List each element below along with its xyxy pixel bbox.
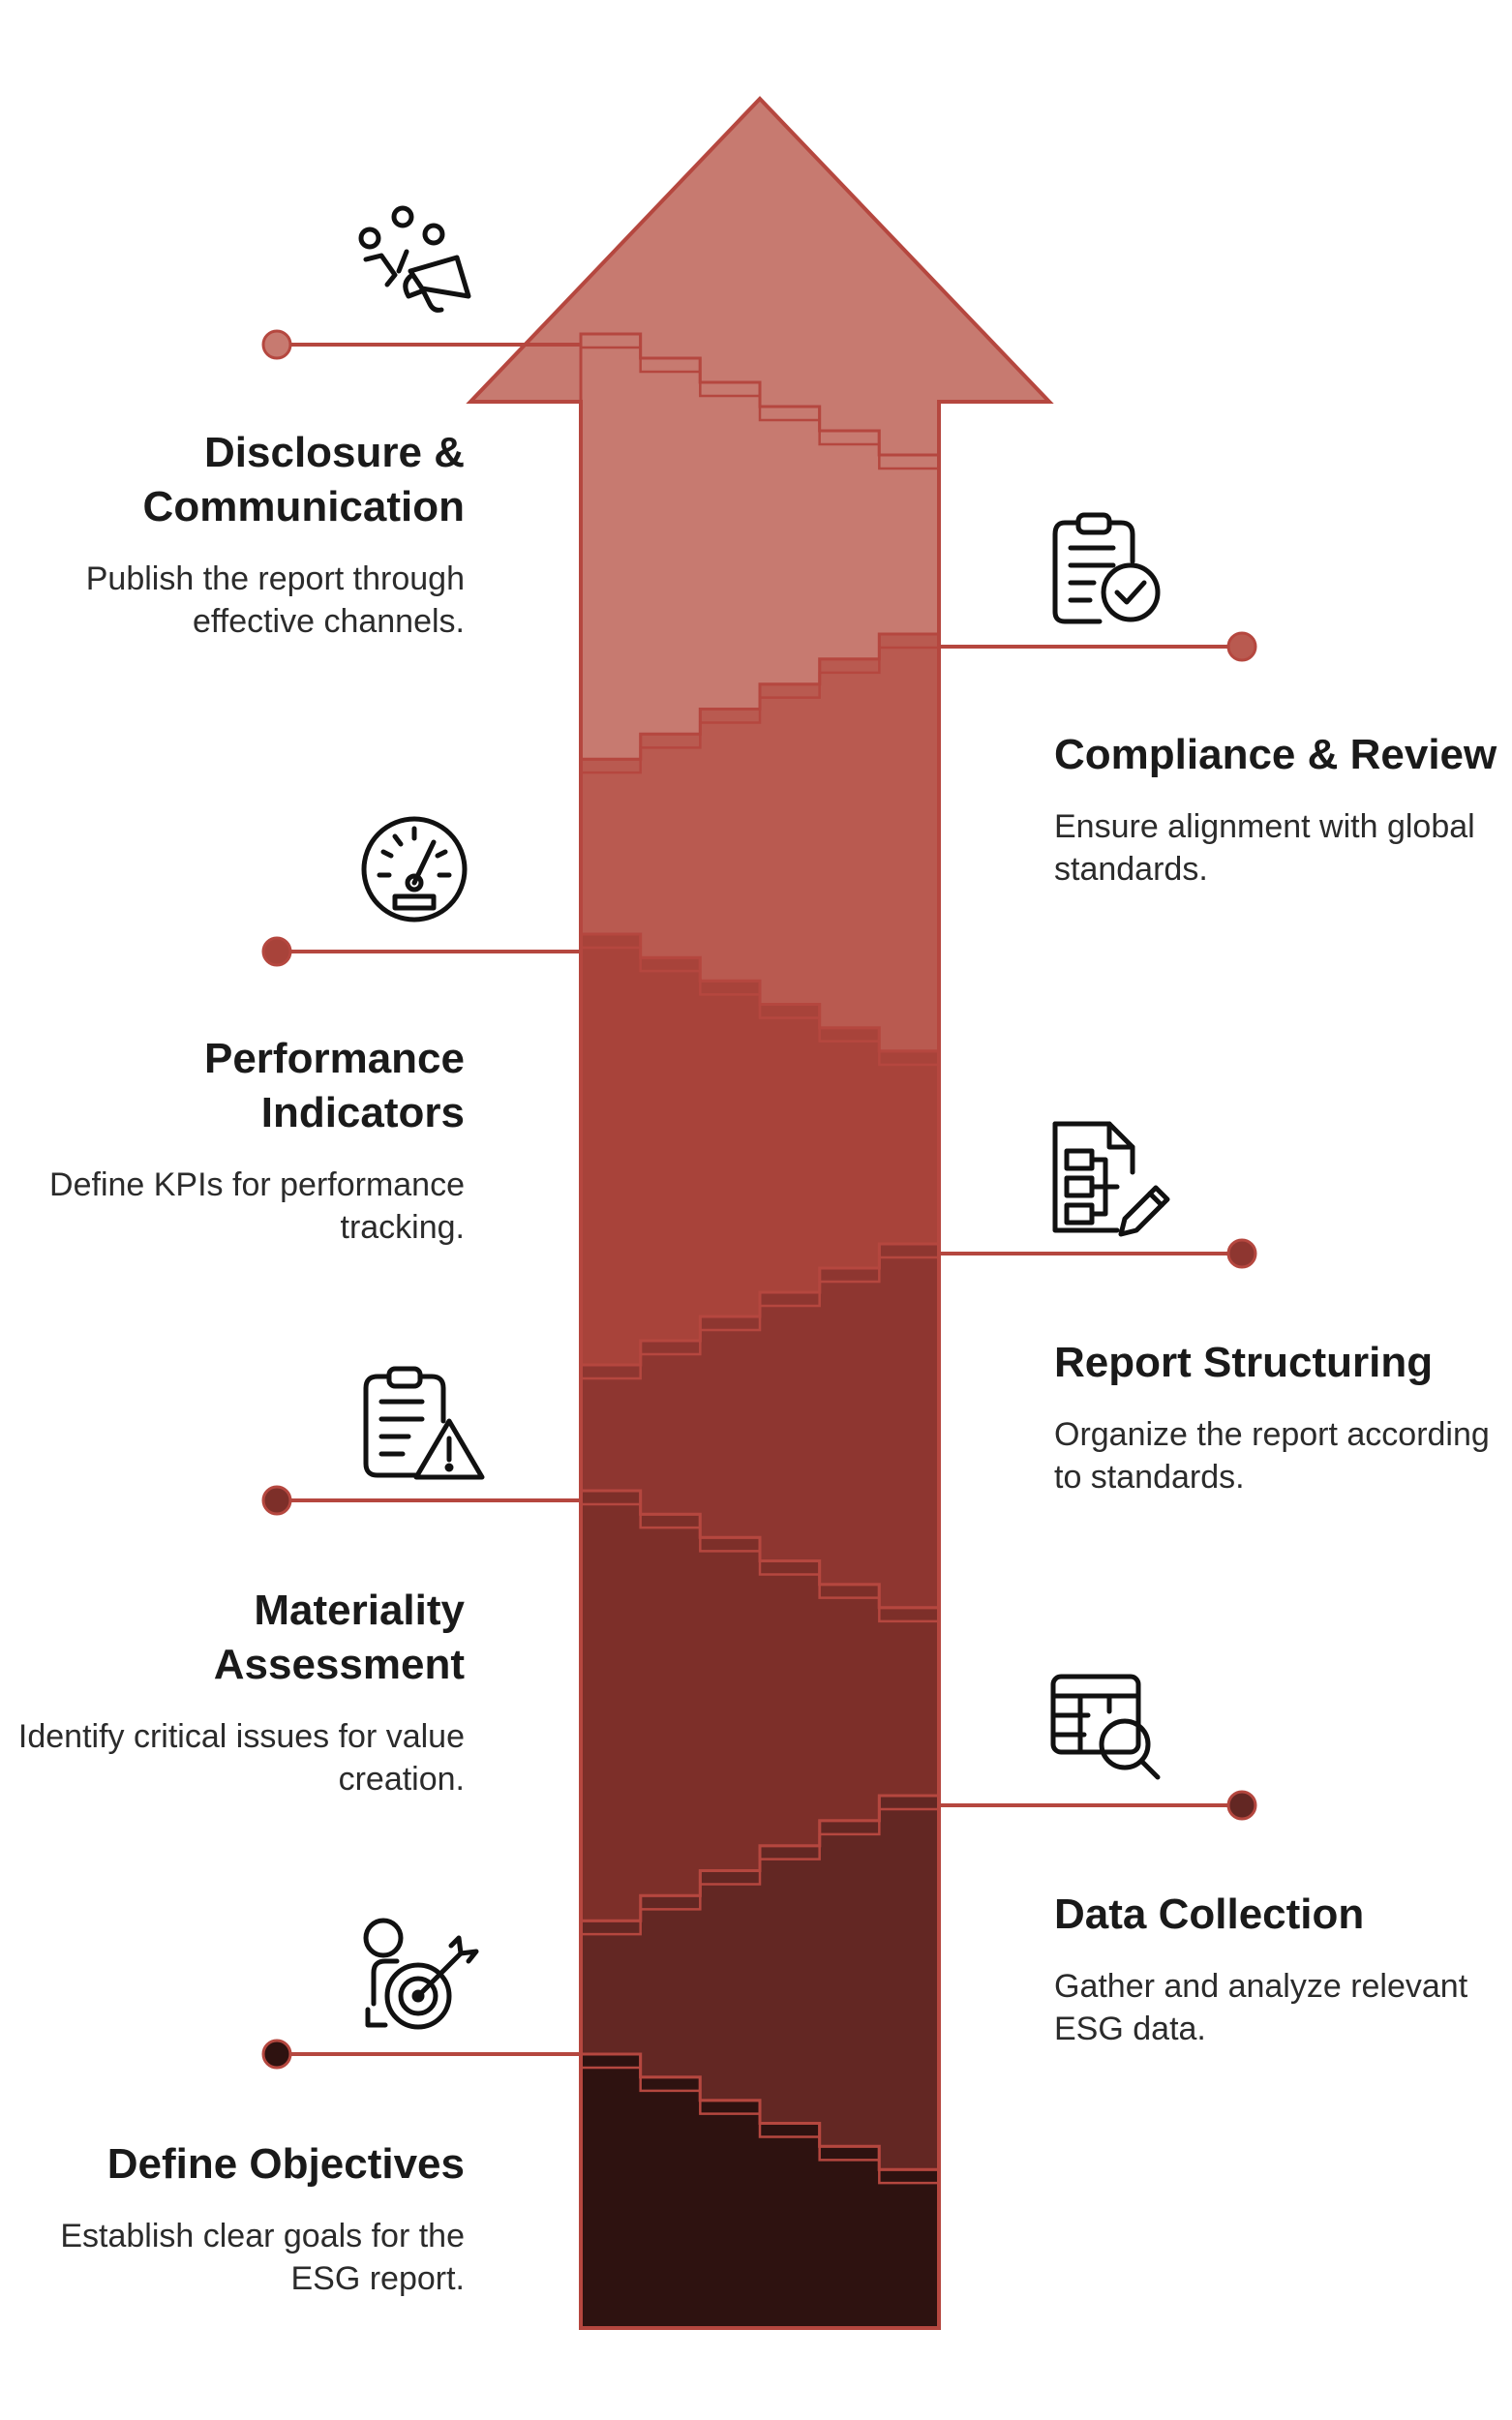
person-target-icon [363, 1918, 479, 2030]
document-structure-pencil-icon [1052, 1121, 1170, 1237]
megaphone-people-icon [358, 205, 471, 313]
connector-dot-3 [261, 1485, 292, 1516]
arrow-bands [467, 96, 1053, 2330]
connector-dot-5 [261, 936, 292, 967]
step-title: Performance Indicators [203, 1035, 465, 1136]
arrow-outline [466, 96, 1054, 2330]
connector-dot-7 [261, 329, 292, 360]
step-title: Report Structuring [1054, 1339, 1434, 1386]
step-disclosure-communication: Disclosure & Communication Publish the r… [0, 426, 465, 643]
step-compliance-review: Compliance & Review Ensure alignment wit… [1054, 728, 1512, 891]
step-title: Materiality Assessment [213, 1587, 465, 1688]
step-define-objectives: Define Objectives Establish clear goals … [0, 2137, 465, 2300]
step-description: Define KPIs for performance tracking. [49, 1166, 465, 1246]
step-description: Organize the report according to standar… [1054, 1416, 1490, 1496]
clipboard-check-icon [1052, 512, 1161, 624]
step-data-collection: Data Collection Gather and analyze relev… [1054, 1888, 1512, 2050]
clipboard-warning-icon [363, 1366, 485, 1480]
step-materiality-assessment: Materiality Assessment Identify critical… [0, 1584, 465, 1800]
step-description: Identify critical issues for value creat… [17, 1718, 465, 1798]
connectors [261, 329, 1257, 2070]
stair-edge-2 [579, 1807, 939, 1959]
table-search-icon [1050, 1674, 1161, 1780]
step-title: Disclosure & Communication [142, 429, 465, 530]
step-description: Publish the report through effective cha… [85, 560, 465, 640]
step-title: Data Collection [1054, 1891, 1365, 1938]
step-report-structuring: Report Structuring Organize the report a… [1054, 1336, 1512, 1498]
speedometer-icon [361, 816, 468, 923]
connector-dot-4 [1226, 1238, 1257, 1269]
step-title: Define Objectives [106, 2140, 465, 2188]
connector-dot-2 [1226, 1790, 1257, 1821]
connector-dot-6 [1226, 631, 1257, 662]
step-performance-indicators: Performance Indicators Define KPIs for p… [0, 1032, 465, 1249]
connector-dot-1 [261, 2039, 292, 2070]
stair-edge-1 [581, 2066, 941, 2206]
step-description: Establish clear goals for the ESG report… [60, 2218, 465, 2297]
stair-edge-4 [579, 1255, 939, 1403]
stair-edge-7 [581, 346, 941, 493]
stair-edge-3 [581, 1502, 941, 1645]
stair-edge-5 [581, 946, 941, 1088]
step-title: Compliance & Review [1054, 731, 1497, 778]
stair-edge-6 [579, 646, 939, 798]
step-description: Gather and analyze relevant ESG data. [1054, 1968, 1468, 2047]
step-description: Ensure alignment with global standards. [1054, 808, 1475, 888]
